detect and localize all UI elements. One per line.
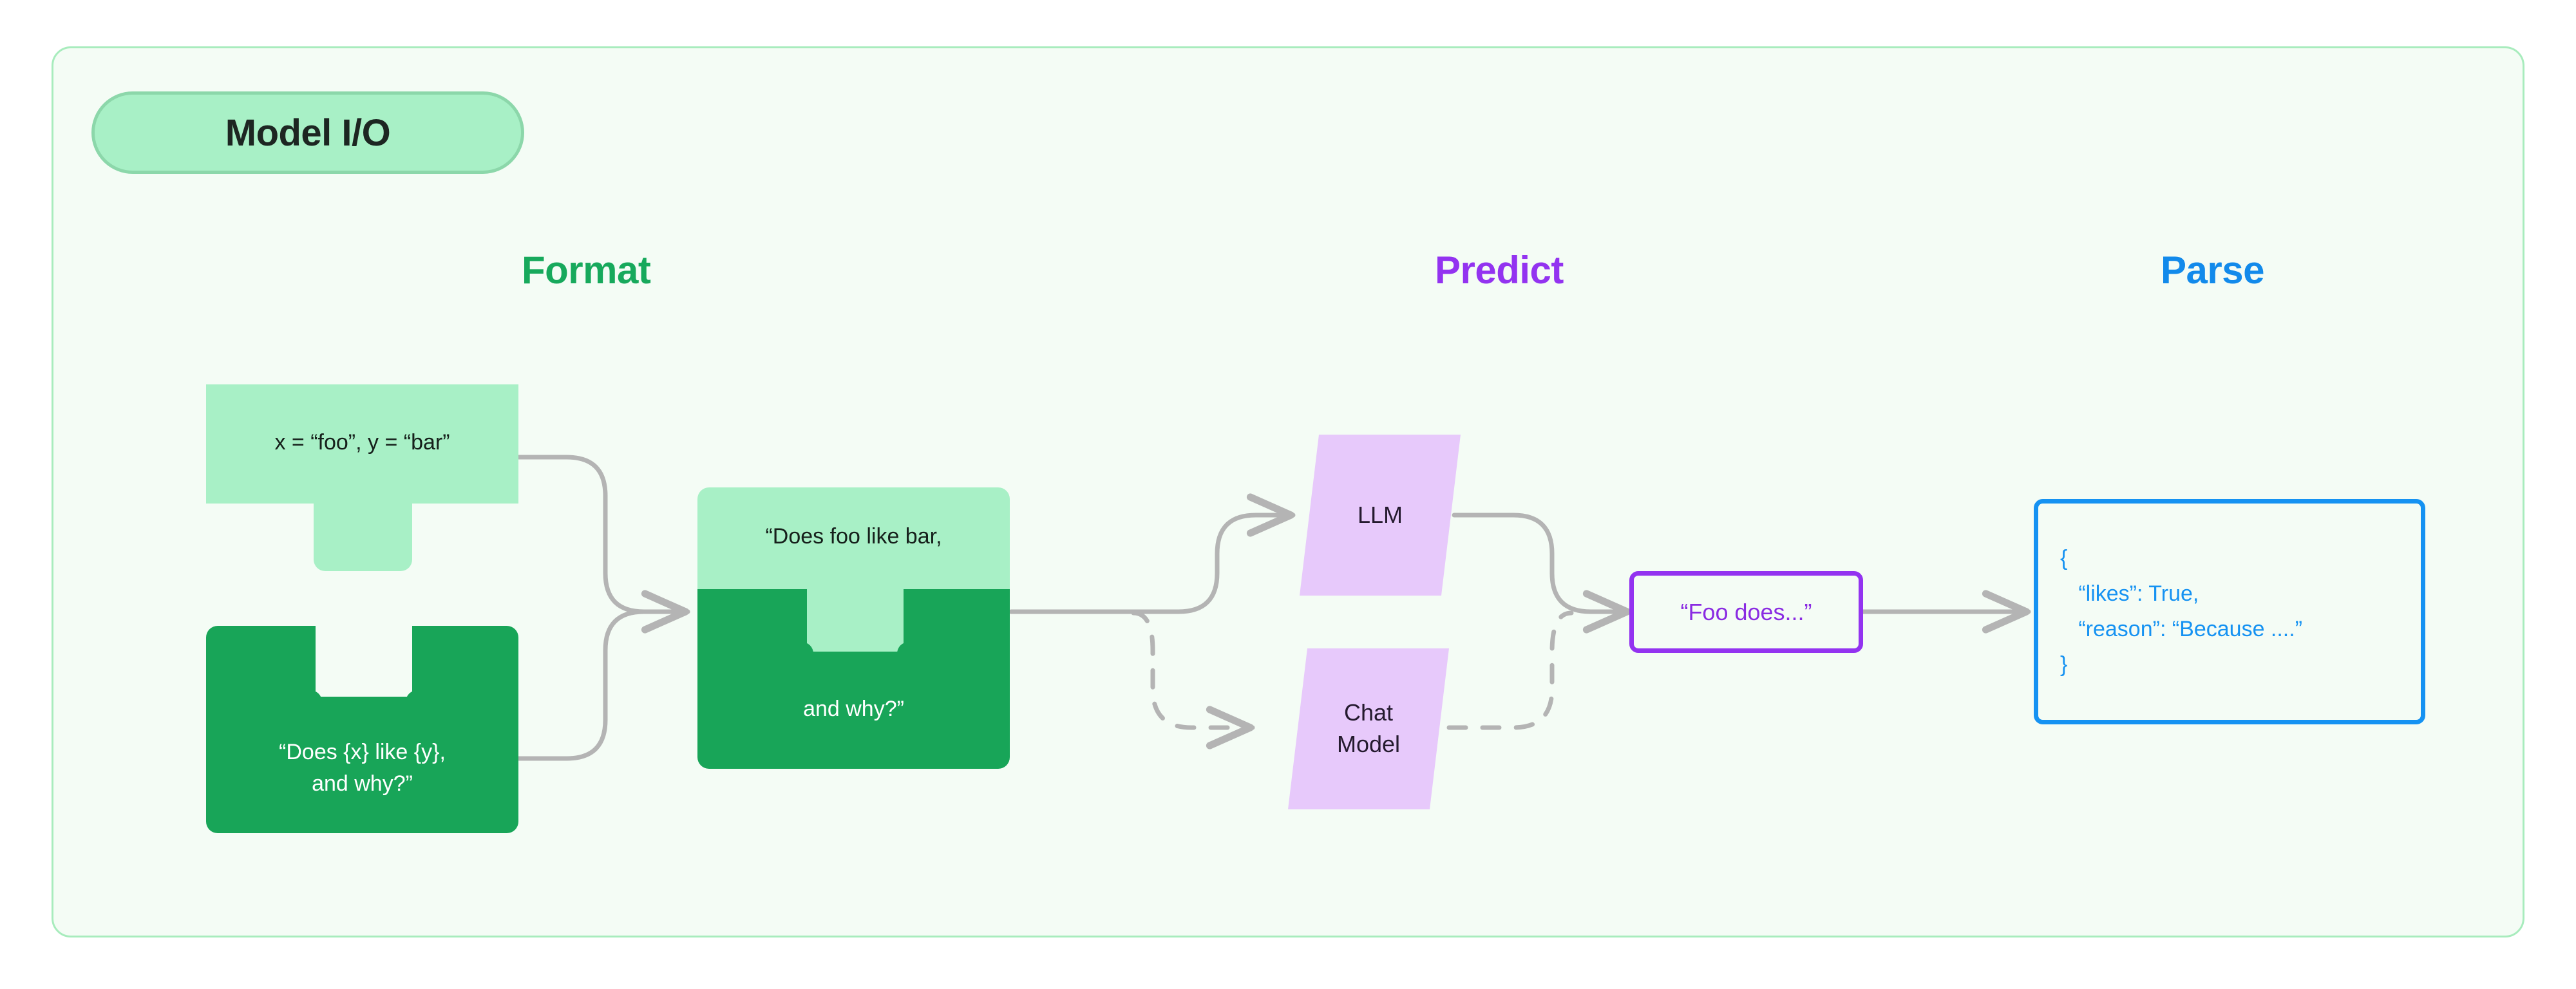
llm-node-label: LLM bbox=[1357, 501, 1403, 528]
llm-node-shape bbox=[1300, 435, 1461, 596]
merged-piece-body bbox=[697, 652, 1010, 769]
section-heading-parse: Parse bbox=[2161, 249, 2264, 292]
merged-piece-left-shoulder bbox=[697, 589, 807, 656]
merged-piece-bottom-label: and why?” bbox=[803, 697, 904, 721]
merged-piece-notch-corner-left bbox=[794, 642, 813, 661]
merged-piece-tab bbox=[805, 584, 904, 656]
merged-piece-top bbox=[697, 487, 1010, 589]
model-io-badge-label: Model I/O bbox=[225, 111, 391, 154]
variables-piece-tab bbox=[314, 500, 412, 571]
variables-piece: x = “foo”, y = “bar” bbox=[206, 384, 518, 571]
template-piece-label: “Does {x} like {y}, and why?” bbox=[279, 740, 446, 796]
section-heading-format: Format bbox=[522, 249, 651, 292]
chat-model-node-label: Chat Model bbox=[1336, 699, 1401, 757]
template-piece-right-shoulder bbox=[412, 626, 518, 704]
llm-node[interactable]: LLM bbox=[1300, 435, 1461, 596]
variables-piece-label: x = “foo”, y = “bar” bbox=[274, 430, 450, 455]
variables-piece-body bbox=[206, 384, 518, 504]
merged-piece-notch-corner-right bbox=[897, 642, 916, 661]
section-heading-predict: Predict bbox=[1435, 249, 1564, 292]
template-piece-left-shoulder bbox=[206, 626, 316, 704]
chat-model-node-shape bbox=[1288, 648, 1449, 809]
model-output-box: “Foo does...” bbox=[1629, 571, 1863, 653]
parsed-json-text: { “likes”: True, “reason”: “Because ....… bbox=[2060, 545, 2303, 677]
model-io-badge: Model I/O bbox=[91, 91, 524, 174]
merged-piece-top-label: “Does foo like bar, bbox=[765, 524, 942, 549]
merged-piece-right-shoulder bbox=[904, 589, 1010, 656]
template-piece: “Does {x} like {y}, and why?” bbox=[206, 626, 518, 833]
chat-model-node[interactable]: Chat Model bbox=[1288, 648, 1449, 809]
template-piece-notch-fill-right bbox=[406, 690, 425, 710]
template-piece-body bbox=[206, 697, 518, 833]
merged-piece: “Does foo like bar, and why?” bbox=[697, 487, 1010, 769]
model-output-text: “Foo does...” bbox=[1680, 598, 1812, 625]
template-piece-notch-fill-left bbox=[303, 690, 322, 710]
parsed-json-box: { “likes”: True, “reason”: “Because ....… bbox=[2034, 499, 2425, 724]
